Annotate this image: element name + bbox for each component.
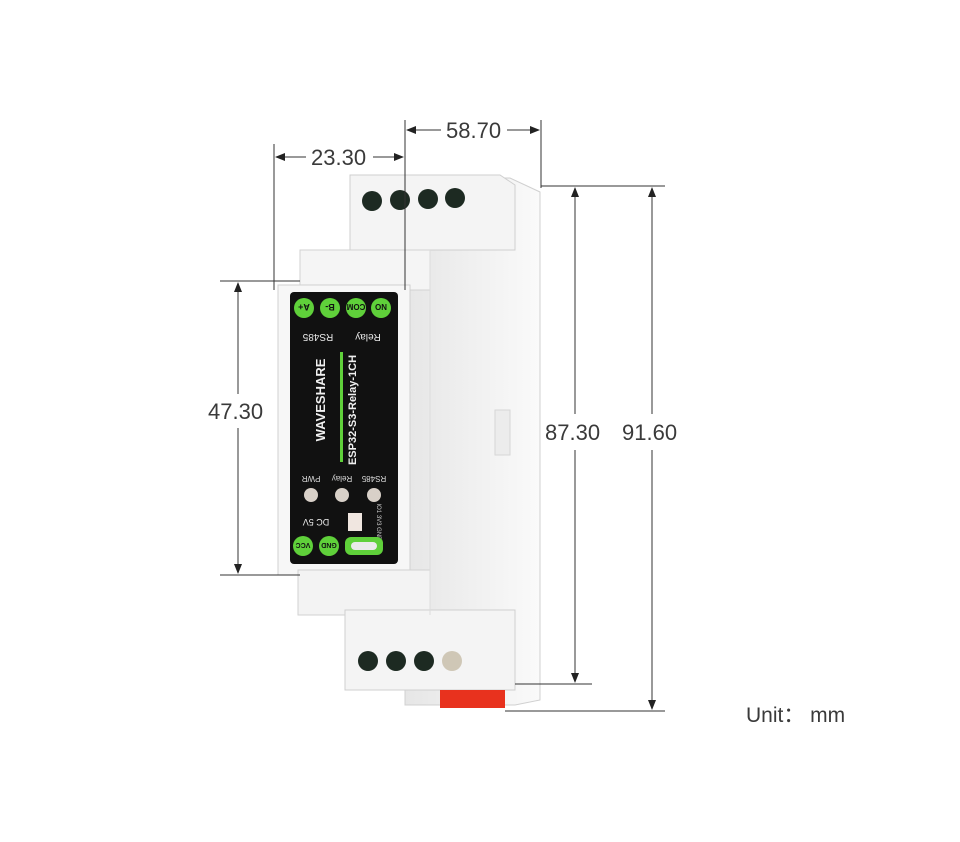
power-label: DC 5V <box>303 517 330 527</box>
terminal-a-plus <box>294 298 314 318</box>
dimension-total-height: 91.60 <box>622 420 678 445</box>
group-label-rs485: RS485 <box>302 331 333 342</box>
led-label-pwr: PWR <box>301 474 320 483</box>
terminal-label-gnd: GND <box>321 541 337 548</box>
dimension-lines <box>220 120 665 712</box>
dimension-top-width: 58.70 <box>446 118 502 143</box>
model-label: ESP32-S3-Relay-1CH <box>347 355 359 465</box>
group-label-relay: Relay <box>355 331 381 342</box>
dimension-panel-height: 47.30 <box>208 399 264 424</box>
led-label-rs485: RS485 <box>361 474 386 483</box>
unit-label: Unit： mm <box>746 704 846 727</box>
terminal-no <box>371 298 391 318</box>
terminal-label-a-plus: A+ <box>298 302 310 312</box>
front-panel: A+ B- COM NO RS485 Relay WAVESHARE ESP32… <box>290 292 398 564</box>
terminal-gnd <box>319 536 339 556</box>
brand-label: WAVESHARE <box>313 358 328 441</box>
terminal-vcc <box>293 536 313 556</box>
led-relay <box>335 488 349 502</box>
terminal-label-com: COM <box>346 302 365 311</box>
terminal-label-vcc: VCC <box>296 541 311 548</box>
led-label-relay: Relay <box>332 474 352 483</box>
pin-labels: IO1 3V3 GND <box>375 503 381 541</box>
led-pwr <box>304 488 318 502</box>
terminal-b-minus <box>320 298 340 318</box>
led-rs485 <box>367 488 381 502</box>
dimension-body-height: 87.30 <box>545 420 601 445</box>
terminal-com <box>346 298 366 318</box>
bottom-screw-terminals <box>358 651 462 671</box>
dimension-front-depth: 23.30 <box>311 145 367 170</box>
terminal-label-b-minus: B- <box>325 302 335 312</box>
terminal-label-no: NO <box>375 302 387 311</box>
